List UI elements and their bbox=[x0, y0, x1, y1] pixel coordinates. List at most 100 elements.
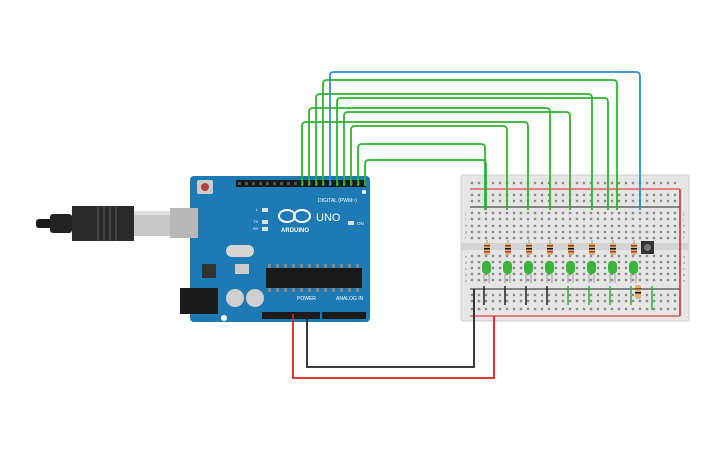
signal-wire[interactable] bbox=[343, 111, 571, 210]
digital-header-label: DIGITAL (PWM~) bbox=[318, 198, 357, 204]
row-label: e bbox=[465, 254, 468, 259]
hole bbox=[575, 181, 579, 185]
hole bbox=[561, 193, 565, 197]
hole bbox=[498, 254, 502, 258]
hole bbox=[547, 278, 551, 282]
hole bbox=[617, 272, 621, 276]
resistor-band bbox=[484, 245, 490, 247]
led[interactable] bbox=[587, 261, 596, 274]
hole bbox=[659, 217, 663, 221]
hole bbox=[470, 272, 474, 276]
led[interactable] bbox=[545, 261, 554, 274]
signal-wire[interactable] bbox=[336, 97, 609, 210]
hole bbox=[512, 278, 516, 282]
hole bbox=[652, 299, 656, 303]
hole bbox=[652, 278, 656, 282]
resistor-band bbox=[635, 288, 641, 290]
hole bbox=[540, 217, 544, 221]
hole bbox=[470, 307, 474, 311]
hole bbox=[638, 230, 642, 234]
signal-wire[interactable] bbox=[322, 79, 618, 210]
hole bbox=[631, 236, 635, 240]
hole bbox=[652, 230, 656, 234]
hole bbox=[491, 254, 495, 258]
power-header bbox=[262, 312, 320, 319]
hole bbox=[512, 293, 516, 297]
hole bbox=[652, 307, 656, 311]
hole bbox=[596, 211, 600, 215]
hole bbox=[484, 224, 488, 228]
signal-wire[interactable] bbox=[308, 107, 551, 210]
signal-wire[interactable] bbox=[357, 143, 486, 210]
hole bbox=[505, 307, 509, 311]
hole bbox=[561, 211, 565, 215]
hole bbox=[659, 230, 663, 234]
hole bbox=[477, 211, 481, 215]
hole bbox=[603, 260, 607, 264]
hole bbox=[505, 236, 509, 240]
button-wire[interactable] bbox=[329, 71, 641, 210]
hole bbox=[603, 278, 607, 282]
led[interactable] bbox=[524, 261, 533, 274]
hole bbox=[666, 193, 670, 197]
hole bbox=[498, 199, 502, 203]
hole bbox=[596, 254, 600, 258]
signal-wire[interactable] bbox=[301, 121, 529, 210]
hole bbox=[519, 299, 523, 303]
signal-wire[interactable] bbox=[364, 159, 487, 210]
hole bbox=[617, 217, 621, 221]
hole bbox=[484, 230, 488, 234]
signal-wire[interactable] bbox=[350, 125, 508, 210]
hole bbox=[582, 307, 586, 311]
hole bbox=[596, 181, 600, 185]
hole bbox=[505, 211, 509, 215]
hole bbox=[589, 307, 593, 311]
hole bbox=[519, 307, 523, 311]
resistor-band bbox=[568, 251, 574, 253]
hole bbox=[582, 199, 586, 203]
hole bbox=[554, 181, 558, 185]
hole bbox=[617, 260, 621, 264]
hole bbox=[554, 193, 558, 197]
hole bbox=[568, 254, 572, 258]
analog-header-label: ANALOG IN bbox=[336, 296, 364, 302]
hole bbox=[603, 199, 607, 203]
hole bbox=[666, 199, 670, 203]
led[interactable] bbox=[566, 261, 575, 274]
row-label: a bbox=[465, 278, 468, 283]
hole bbox=[638, 217, 642, 221]
hole bbox=[498, 260, 502, 264]
hole bbox=[540, 181, 544, 185]
hole bbox=[512, 199, 516, 203]
led[interactable] bbox=[503, 261, 512, 274]
hole bbox=[603, 193, 607, 197]
hole bbox=[624, 278, 628, 282]
row-label: d bbox=[683, 260, 685, 265]
hole bbox=[554, 307, 558, 311]
hole bbox=[652, 211, 656, 215]
power-5v-wire[interactable] bbox=[292, 314, 495, 379]
hole bbox=[631, 211, 635, 215]
led[interactable] bbox=[482, 261, 491, 274]
signal-wire[interactable] bbox=[315, 93, 593, 210]
hole bbox=[631, 217, 635, 221]
hole bbox=[547, 193, 551, 197]
led[interactable] bbox=[629, 261, 638, 274]
hole bbox=[617, 224, 621, 228]
resistor-band bbox=[635, 292, 641, 294]
hole bbox=[645, 299, 649, 303]
ground-wire[interactable] bbox=[306, 289, 475, 368]
row-label: i bbox=[683, 217, 684, 222]
hole bbox=[666, 211, 670, 215]
arduino-brand: ARDUINO bbox=[281, 228, 309, 234]
hole bbox=[610, 230, 614, 234]
hole bbox=[589, 254, 593, 258]
hole bbox=[484, 211, 488, 215]
hole bbox=[477, 299, 481, 303]
arduino-uno-board[interactable]: DIGITAL (PWM~) ARDUINO UNO ON L TX RX PO… bbox=[170, 176, 370, 322]
hole bbox=[617, 307, 621, 311]
led[interactable] bbox=[608, 261, 617, 274]
hole bbox=[561, 299, 565, 303]
hole bbox=[477, 293, 481, 297]
